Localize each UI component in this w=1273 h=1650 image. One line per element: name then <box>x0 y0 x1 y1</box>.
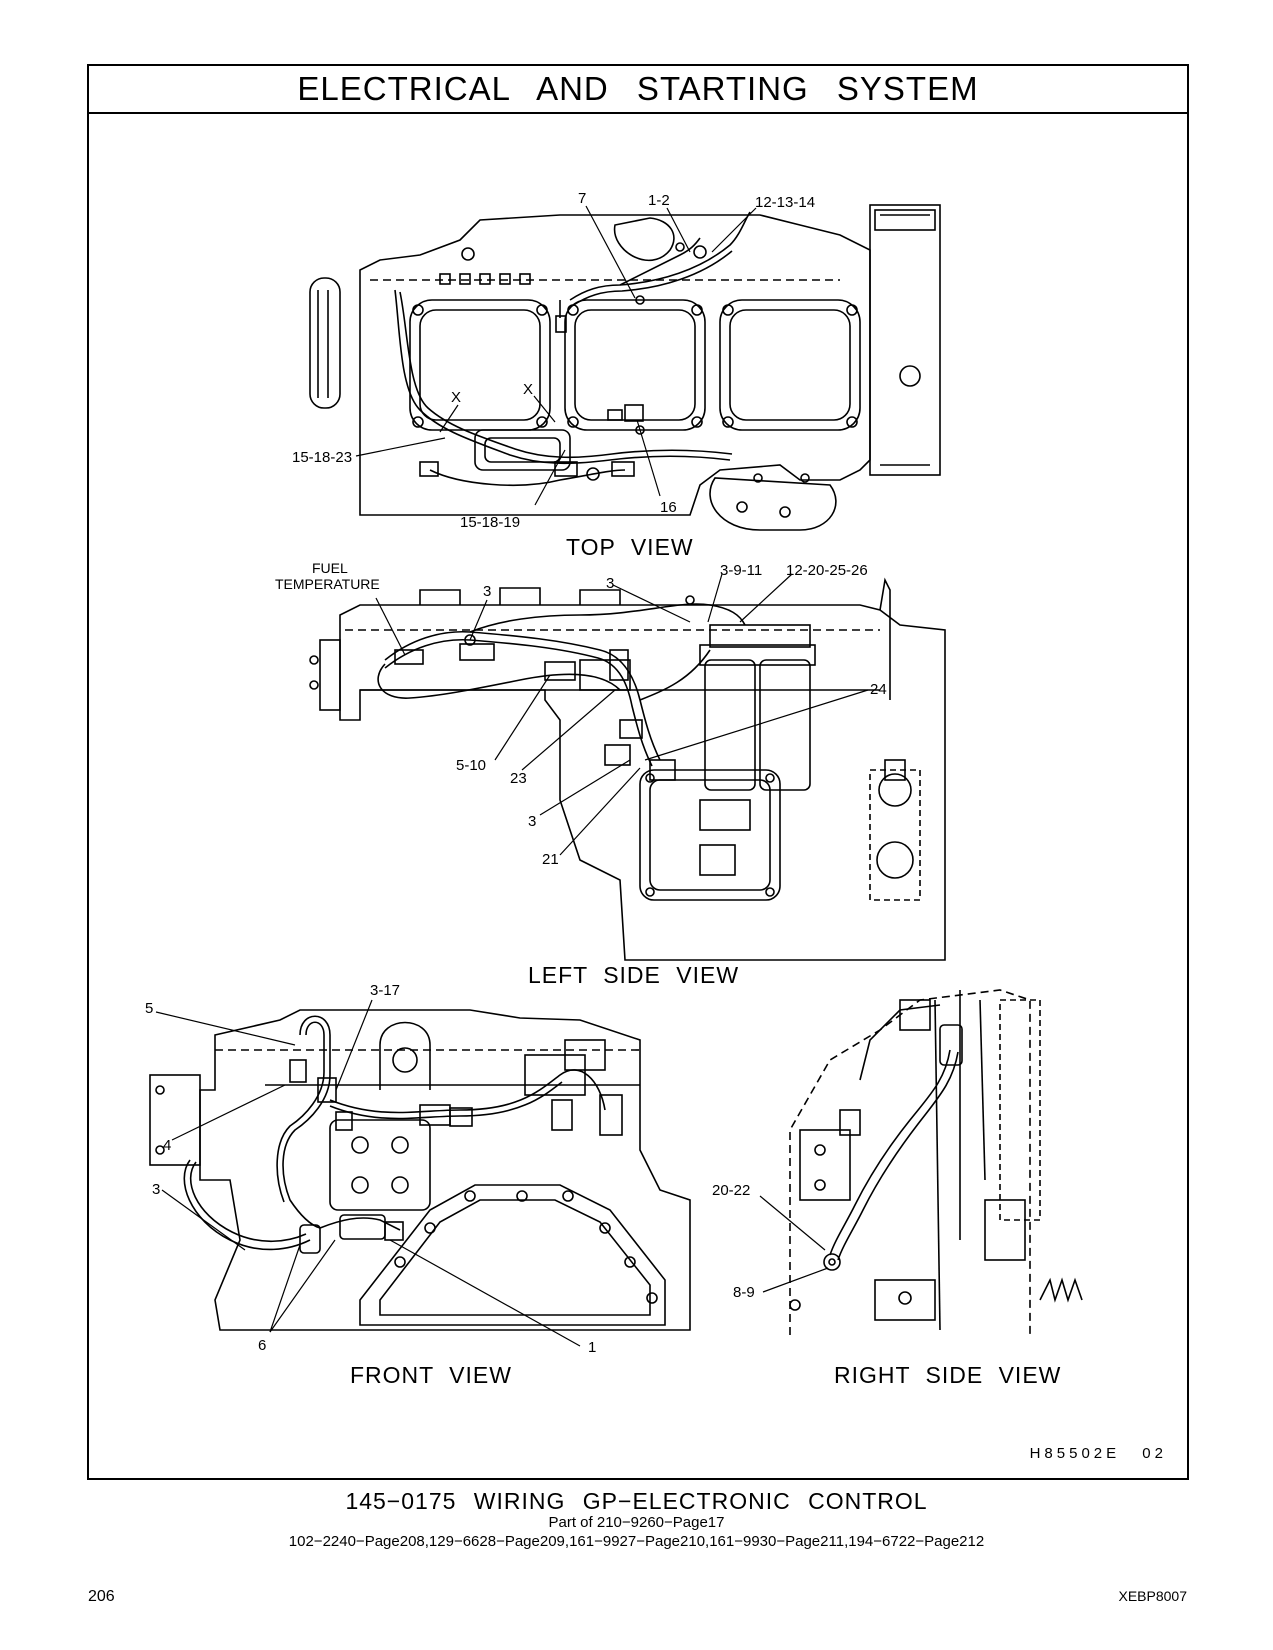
footer-subtitle: Part of 210−9260−Page17 <box>548 1514 725 1531</box>
callout-temperature: TEMPERATURE <box>275 576 380 592</box>
left-side-view-drawing <box>309 577 946 961</box>
top-view-drawing <box>309 204 941 531</box>
diagram-frame: ELECTRICAL AND STARTING SYSTEM H85502E 0… <box>87 64 1189 1480</box>
callout-fuel: FUEL <box>312 560 348 576</box>
callout-6: 6 <box>258 1337 266 1354</box>
callout-23: 23 <box>510 770 527 787</box>
callout-8-9: 8-9 <box>733 1284 755 1301</box>
right-side-view-leaders <box>759 1195 829 1293</box>
callout-x-left: X <box>451 389 461 406</box>
footer-references: 102−2240−Page208,129−6628−Page209,161−99… <box>288 1533 985 1550</box>
page-number: 206 <box>88 1588 115 1605</box>
callout-4: 4 <box>163 1137 171 1154</box>
page-title: ELECTRICAL AND STARTING SYSTEM <box>297 70 979 107</box>
callout-24: 24 <box>870 681 887 698</box>
callout-7: 7 <box>578 190 586 207</box>
callout-1: 1 <box>588 1339 596 1356</box>
right-side-view-label: RIGHT SIDE VIEW <box>834 1362 1061 1388</box>
callout-15-18-19: 15-18-19 <box>460 514 520 531</box>
left-side-view-leaders <box>375 573 869 856</box>
callout-12-13-14: 12-13-14 <box>755 194 815 211</box>
front-view-callouts: 5 3-17 4 3 6 1 <box>145 982 596 1356</box>
callout-1-2: 1-2 <box>648 192 670 209</box>
callout-x-right: X <box>523 381 533 398</box>
callout-3-9-11: 3-9-11 <box>720 562 762 579</box>
left-side-view-label: LEFT SIDE VIEW <box>528 962 739 988</box>
callout-5: 5 <box>145 1000 153 1017</box>
front-view-label: FRONT VIEW <box>350 1362 512 1388</box>
front-view-leaders <box>155 999 581 1347</box>
callout-3-b: 3 <box>606 575 614 592</box>
right-side-view-callouts: 20-22 8-9 <box>712 1182 755 1301</box>
callout-21: 21 <box>542 851 559 868</box>
callout-16: 16 <box>660 499 677 516</box>
callout-3-c: 3 <box>528 813 536 830</box>
left-side-view-callouts: FUEL TEMPERATURE 3 3 3-9-11 12-20-25-26 … <box>275 560 887 868</box>
front-view-drawing <box>149 1009 691 1331</box>
callout-12-20-25-26: 12-20-25-26 <box>786 562 868 579</box>
callout-3-17: 3-17 <box>370 982 400 999</box>
callout-3-front: 3 <box>152 1181 160 1198</box>
callout-20-22: 20-22 <box>712 1182 750 1199</box>
footer-title: 145−0175 WIRING GP−ELECTRONIC CONTROL <box>345 1488 928 1514</box>
illustration-ref: H85502E 02 <box>1029 1445 1167 1462</box>
top-view-leaders <box>355 205 757 506</box>
callout-3-a: 3 <box>483 583 491 600</box>
right-side-view-drawing <box>789 989 1083 1335</box>
document-id: XEBP8007 <box>1118 1588 1188 1604</box>
title-bar: ELECTRICAL AND STARTING SYSTEM <box>89 66 1187 114</box>
callout-15-18-23: 15-18-23 <box>292 449 352 466</box>
top-view-callouts: 7 1-2 12-13-14 X X 15-18-23 16 15-18-19 <box>292 190 815 531</box>
top-view-label: TOP VIEW <box>566 534 694 560</box>
callout-5-10: 5-10 <box>456 757 486 774</box>
